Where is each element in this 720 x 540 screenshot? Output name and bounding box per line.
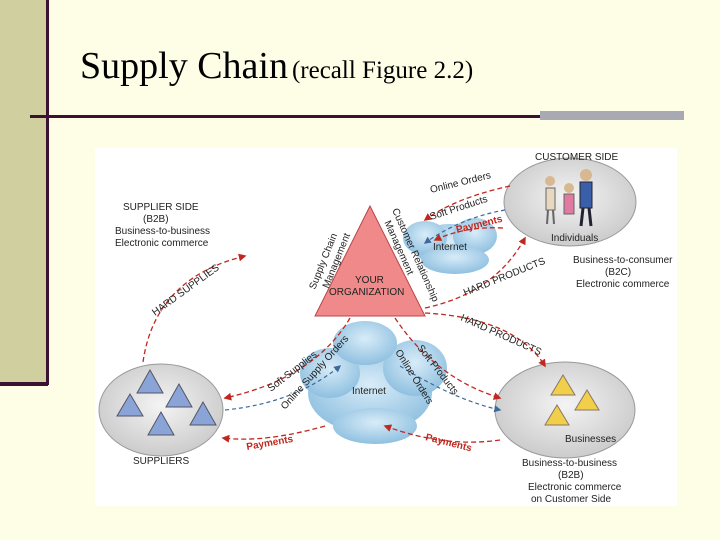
soft-products-bottom-arrow [399,365,502,413]
internet-cloud-top [403,218,497,274]
left-accent-bar [0,0,49,385]
your-org-line-2: ORGANIZATION [329,287,404,298]
supply-chain-figure: SUPPLIER SIDE (B2B) Business-to-business… [95,148,677,506]
suppliers-ellipse [98,363,224,457]
business-triangles [544,374,600,426]
online-orders-top-arrow [423,185,511,221]
payments-right-arrow [383,424,501,443]
soft-products-top-arrow [423,209,506,244]
suppliers-label: SUPPLIERS [133,456,189,467]
supply-chain-diagram: SUPPLIER SIDE (B2B) Business-to-business… [98,152,673,505]
internet-top-label: Internet [433,242,467,253]
supplier-triangles [116,368,217,436]
internet-bottom-label: Internet [352,386,386,397]
hard-products-right-label: HARD PRODUCTS [459,313,543,359]
b2c-line-3: Electronic commerce [576,279,670,290]
b2b-customer-line-3: Electronic commerce [528,482,622,493]
businesses-label: Businesses [565,434,616,445]
title-rule-accent [540,111,684,120]
online-orders-label: Online Orders [429,170,492,196]
individuals-icon [545,169,593,227]
supplier-side-line-2: (B2B) [143,214,169,225]
hard-products-right-arrow [424,312,546,368]
b2b-customer-line-1: Business-to-business [522,458,617,469]
customer-side-label: CUSTOMER SIDE [535,152,618,163]
payments-right-label: Payments [424,432,473,454]
payments-top-arrow [433,227,504,241]
title-main: Supply Chain [80,45,288,87]
supplier-side-line-4: Electronic commerce [115,238,209,249]
title-sub: (recall Figure 2.2) [291,57,474,84]
online-orders-bottom-arrow [394,317,502,400]
payments-left-arrow [221,425,326,443]
b2b-customer-line-2: (B2B) [558,470,584,481]
supplier-side-line-1: SUPPLIER SIDE [123,202,199,213]
internet-cloud-bottom [300,321,447,444]
slide-title: Supply Chain (recall Figure 2.2) [80,44,473,88]
online-supply-orders-arrow [223,317,351,401]
your-organization-triangle [314,204,426,317]
b2c-line-1: Business-to-consumer [573,255,673,266]
individuals-label: Individuals [551,233,598,244]
hard-products-top-arrow [424,236,526,309]
soft-supplies-arrow [224,365,342,411]
left-accent-bar-foot [0,382,48,386]
supplier-side-line-3: Business-to-business [115,226,210,237]
your-org-line-1: YOUR [355,275,384,286]
b2b-customer-line-4: on Customer Side [531,494,611,505]
b2c-line-2: (B2C) [605,267,631,278]
hard-supplies-label: HARD SUPPLIES [150,262,221,318]
payments-left-label: Payments [246,434,295,453]
title-rule [30,115,540,118]
hard-supplies-arrow [142,253,247,363]
